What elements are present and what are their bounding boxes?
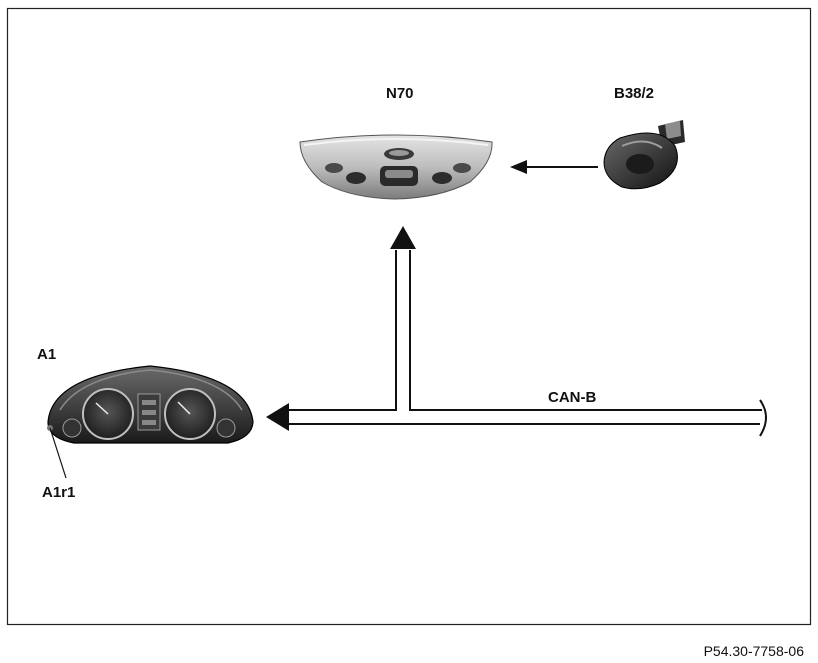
- can-b-arrow-to-n70: [390, 226, 416, 249]
- figure-reference: P54.30-7758-06: [704, 643, 805, 659]
- b38-2-sensor-icon: [603, 120, 685, 190]
- can-b-arrow-to-a1: [266, 403, 289, 431]
- n70-overhead-panel-icon: [299, 134, 493, 200]
- a1-instrument-cluster-icon: [47, 365, 254, 444]
- can-b-label: CAN-B: [548, 389, 596, 406]
- a1r1-label: A1r1: [42, 484, 75, 501]
- a1r1-leader-line: [49, 427, 67, 479]
- n70-label: N70: [386, 85, 414, 102]
- a1-label: A1: [37, 346, 56, 363]
- can-b-bus-line: [288, 250, 767, 437]
- sensor-to-panel-arrow: [510, 160, 598, 174]
- b38-2-label: B38/2: [614, 85, 654, 102]
